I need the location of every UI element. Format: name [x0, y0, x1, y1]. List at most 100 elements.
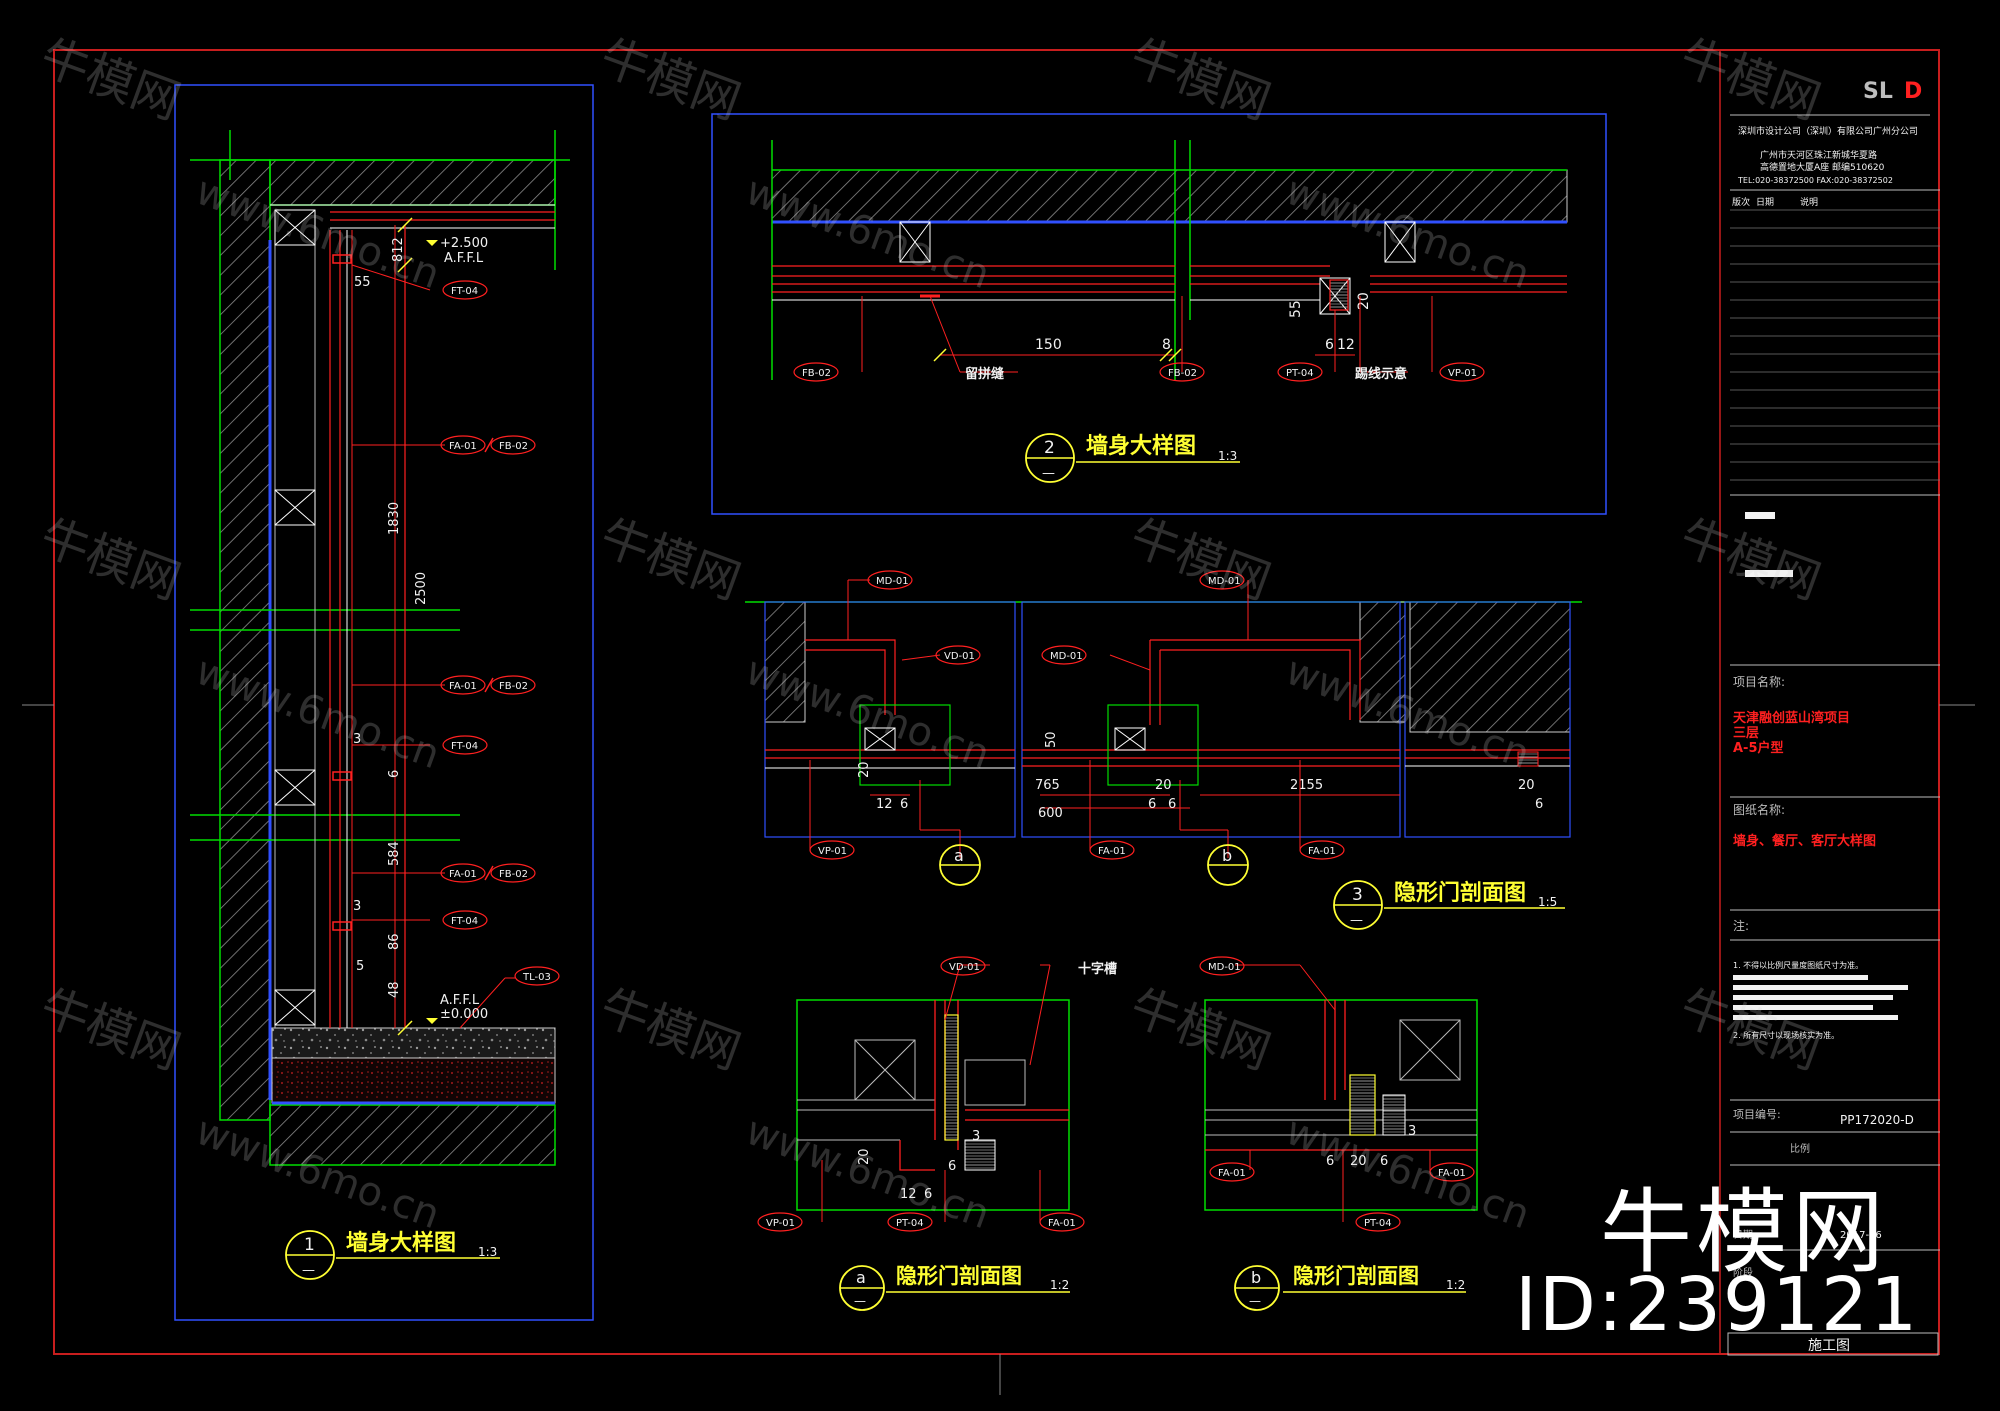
da-tag-2: VP-01 [766, 1218, 795, 1229]
tb-scale-label: 比例 [1790, 1142, 1810, 1155]
d3-title-text: 隐形门剖面图 [1394, 880, 1526, 906]
tb-project-line-3: A-5户型 [1733, 740, 1784, 756]
da-tag-3: PT-04 [896, 1218, 924, 1229]
title-block: SL D 深圳市设计公司（深圳）有限公司广州分公司 广州市天河区珠江新城华夏路 … [1719, 50, 1940, 1356]
d3-dim-7: 6 [1148, 797, 1156, 812]
d2-title-text: 墙身大样图 [1086, 433, 1196, 459]
d3-title: 3 — 隐形门剖面图 1:5 [1333, 880, 1565, 930]
tb-phase: 施工图 [1808, 1338, 1850, 1354]
tb-phase-label: 阶段 [1733, 1266, 1753, 1279]
d3-tag-7: FA-01 [1308, 846, 1336, 857]
da-note: 十字槽 [1078, 961, 1117, 977]
detail-a-door-section: 20 12 6 6 3 VD-01 VP-01 PT-04 FA-01 十字槽 … [757, 956, 1117, 1311]
d1-dim-55: 55 [354, 275, 371, 290]
tb-address-2: 高德置地大厦A座 邮编510620 [1760, 161, 1885, 173]
d1-dim-584: 584 [387, 841, 402, 866]
tb-note-1: 1. 不得以比例尺量度图纸尺寸为准。 [1733, 960, 1863, 970]
tb-drawing-label: 图纸名称: [1733, 802, 1785, 817]
d2-dim-6: 6 [1325, 337, 1334, 353]
da-tag-4: FA-01 [1048, 1218, 1076, 1229]
db-tag-3: PT-04 [1364, 1218, 1392, 1229]
d1-title-no: 1 [304, 1235, 315, 1255]
d2-dim-20: 20 [1356, 292, 1372, 310]
d2-dim-8: 8 [1162, 337, 1171, 353]
tb-rev-desc: 说明 [1800, 196, 1818, 208]
d1-level-bottom: A.F.F.L [440, 993, 480, 1008]
d2-dim-55: 55 [1288, 300, 1304, 318]
db-title: b — 隐形门剖面图 1:2 [1234, 1264, 1466, 1311]
d3-dim-4: 50 [1044, 731, 1059, 748]
da-title-text: 隐形门剖面图 [896, 1264, 1022, 1288]
brand-id: ID:239121 [1515, 1262, 1920, 1348]
detail-b-door-section: 6 20 6 3 MD-01 FA-01 PT-04 FA-01 b — 隐形门… [1199, 956, 1478, 1311]
da-title-sub: — [854, 1294, 866, 1308]
d2-tag-4: VP-01 [1448, 368, 1477, 379]
da-dim-6a: 6 [924, 1187, 932, 1202]
da-title-no: a [856, 1268, 866, 1287]
d1-dim-2500: 2500 [414, 572, 429, 605]
tb-phone: TEL:020-38372500 FAX:020-38372502 [1737, 176, 1893, 185]
tb-rev-ver: 版次 [1732, 196, 1750, 208]
tb-address-1: 广州市天河区珠江新城华夏路 [1760, 149, 1877, 161]
db-dim-6a: 6 [1326, 1154, 1334, 1169]
d2-title-scale: 1:3 [1218, 449, 1237, 463]
d1-level-bottom-sub: ±0.000 [440, 1007, 488, 1022]
d1-dim-1830: 1830 [387, 502, 402, 535]
d3-tag-2: MD-01 [1208, 576, 1241, 587]
tb-project-label: 项目名称: [1733, 674, 1785, 689]
tb-company: 深圳市设计公司（深圳）有限公司广州分公司 [1738, 125, 1918, 137]
d3-dim-3: 6 [900, 797, 908, 812]
d1-dim-3a: 3 [353, 732, 361, 747]
d1-tag-fa01-a: FA-01 [449, 441, 477, 452]
d1-tag-tl03: TL-03 [522, 972, 551, 983]
d3-dim-1: 20 [857, 761, 872, 778]
d3-callout-b: b [1222, 846, 1232, 865]
tb-rev-date: 日期 [1756, 197, 1774, 208]
db-title-no: b [1251, 1268, 1261, 1287]
d2-title-no: 2 [1044, 438, 1055, 458]
da-dim-12: 12 [900, 1187, 917, 1202]
d1-tag-ft04-c: FT-04 [451, 916, 478, 927]
sheet-frame [22, 49, 1975, 1395]
tb-project-line-2: 三层 [1733, 726, 1759, 741]
detail-3-door-section: 20 12 6 50 765 600 6 6 20 2155 20 6 [745, 570, 1582, 930]
brand-name: 牛模网 [1600, 1179, 1889, 1286]
tb-date-value: 2017-06 [1840, 1230, 1882, 1241]
da-dim-6b: 6 [948, 1159, 956, 1174]
d3-callouts: a b [939, 844, 1249, 886]
db-title-text: 隐形门剖面图 [1293, 1264, 1419, 1288]
d3-dim-8: 6 [1168, 797, 1176, 812]
d1-tag-fa01-b: FA-01 [449, 681, 477, 692]
d1-dim-3b: 3 [353, 899, 361, 914]
db-title-sub: — [1249, 1294, 1261, 1308]
detail-1-wall-section: 812 55 1830 2500 3 6 584 3 86 5 48 +2.50… [174, 84, 594, 1321]
d3-callout-a: a [954, 846, 964, 865]
d1-dim-6a: 6 [387, 770, 402, 778]
da-dim-20: 20 [857, 1148, 872, 1165]
d1-dim-812: 812 [391, 237, 406, 262]
d3-dim-2: 12 [876, 797, 893, 812]
tb-drawing-name: 墙身、餐厅、客厅大样图 [1733, 833, 1876, 849]
d3-title-scale: 1:5 [1538, 895, 1557, 909]
d1-title-text: 墙身大样图 [346, 1230, 456, 1256]
d1-tag-fb02-a: FB-02 [499, 441, 528, 452]
d1-level-top-sub: A.F.F.L [444, 251, 484, 266]
d1-tag-ft04-a: FT-04 [451, 286, 478, 297]
d2-note-1: 留拼缝 [965, 366, 1004, 382]
db-dim-20: 20 [1350, 1154, 1367, 1169]
d1-dim-5: 5 [356, 959, 364, 974]
d1-title-scale: 1:3 [478, 1245, 497, 1259]
d3-dim-9: 20 [1155, 778, 1172, 793]
d2-tag-2: FB-02 [1168, 368, 1197, 379]
d2-tag-1: FB-02 [802, 368, 831, 379]
d3-title-no: 3 [1352, 885, 1363, 905]
da-title: a — 隐形门剖面图 1:2 [839, 1264, 1070, 1311]
tb-projno-label: 项目编号: [1733, 1107, 1781, 1121]
db-tag-4: FA-01 [1438, 1168, 1466, 1179]
d1-dim-48: 48 [387, 981, 402, 998]
d2-tag-3: PT-04 [1286, 368, 1314, 379]
d3-tag-6: FA-01 [1098, 846, 1126, 857]
d2-dim-150: 150 [1035, 337, 1062, 353]
detail-2-wall-section: 150 8 55 20 6 12 FB-02 FB-02 PT-04 VP-01 [711, 113, 1607, 515]
da-title-scale: 1:2 [1050, 1278, 1069, 1292]
